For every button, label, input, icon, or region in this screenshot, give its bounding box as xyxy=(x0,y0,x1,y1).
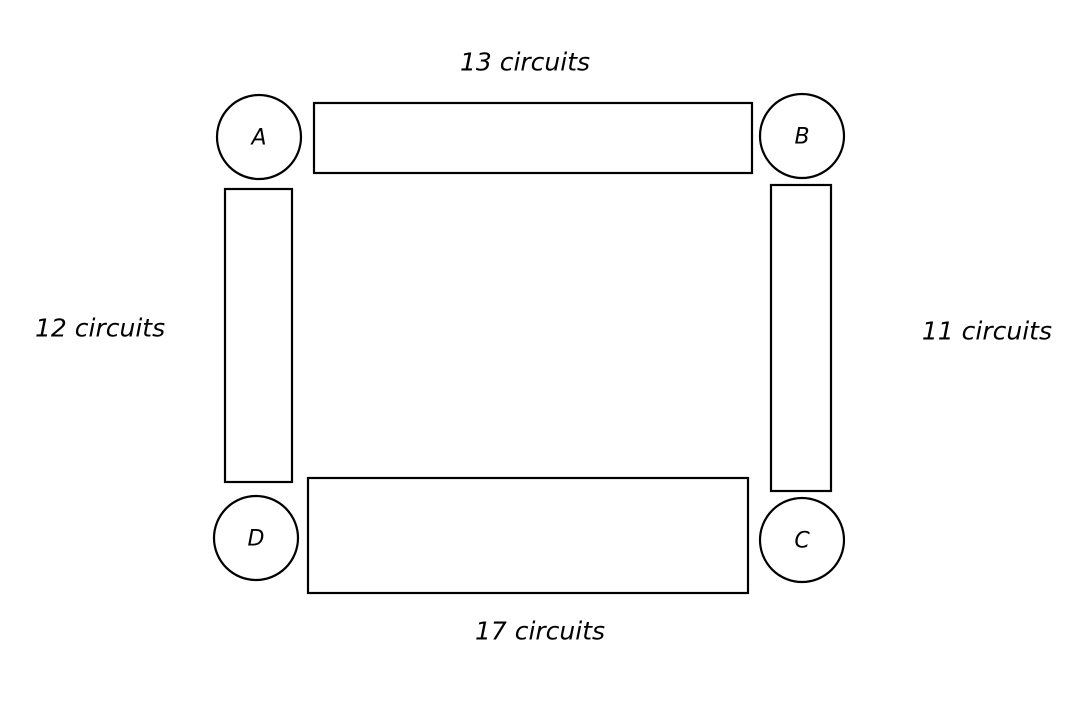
node-c-circle xyxy=(758,496,846,584)
link-left-label: 12 circuits xyxy=(35,314,165,343)
link-bottom-label: 17 circuits xyxy=(475,617,605,646)
link-right-label: 11 circuits xyxy=(922,317,1052,346)
node-a-label: A xyxy=(249,126,266,151)
link-a-d xyxy=(223,187,294,484)
link-top-label: 13 circuits xyxy=(460,48,590,77)
node-d: D xyxy=(212,494,300,582)
link-b-c xyxy=(769,183,833,493)
link-d-c xyxy=(306,476,750,595)
node-b-label: B xyxy=(794,125,809,150)
node-c-label: C xyxy=(794,529,810,554)
link-a-b xyxy=(312,101,754,175)
node-b: B xyxy=(758,92,846,180)
node-a-circle xyxy=(215,93,303,181)
node-d-label: D xyxy=(248,527,265,552)
node-c: C xyxy=(758,496,846,584)
node-d-circle xyxy=(212,494,300,582)
node-a: A xyxy=(215,93,303,181)
node-b-circle xyxy=(758,92,846,180)
